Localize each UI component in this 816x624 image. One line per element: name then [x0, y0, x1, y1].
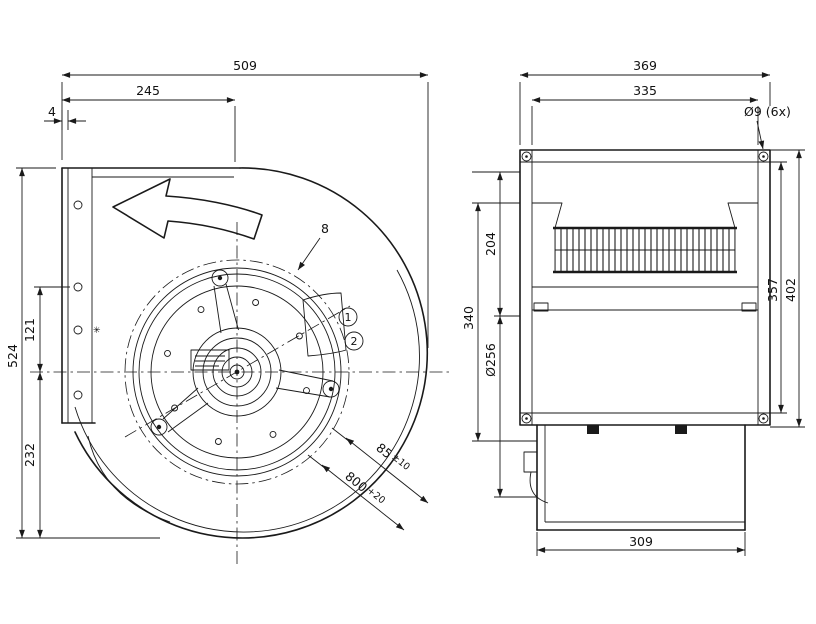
- note-holes-label: Ø9 (6x): [744, 104, 791, 119]
- dim-369-label: 369: [633, 58, 657, 73]
- cable: [529, 471, 549, 504]
- dim-depth: 340: [461, 202, 537, 442]
- flange-hole: [73, 200, 83, 210]
- flange-hole: [73, 282, 83, 292]
- impeller-section: [532, 226, 758, 312]
- flange-hole: [73, 325, 83, 335]
- side-view: 369 335 Ø9 (6x) 204 Ø256: [461, 58, 805, 556]
- dim-height-total-side: 402: [770, 149, 805, 428]
- lower-housing: [523, 424, 746, 531]
- dim-width-total-front: 509: [61, 58, 429, 348]
- cable-gland: [523, 451, 538, 473]
- scroll-housing: [61, 167, 429, 539]
- note-holes: Ø9 (6x): [744, 104, 791, 150]
- dim-flange-thickness: 4: [44, 104, 86, 130]
- dim-outlet: 85 ±10 800 +20: [307, 427, 429, 531]
- balloon-1: 1: [338, 307, 358, 327]
- dim-hole-to-axis: 121: [22, 286, 70, 372]
- balloon-1-label: 1: [345, 311, 352, 324]
- dim-800-tol: +20: [364, 485, 387, 506]
- balloon-2: 2: [344, 331, 364, 351]
- dim-width-to-axis: 245: [62, 83, 236, 162]
- dim-4-label: 4: [48, 104, 56, 119]
- dim-335-label: 335: [633, 83, 657, 98]
- cutoff-wedge: [302, 292, 347, 357]
- dim-axis-to-base: 232: [22, 372, 43, 538]
- motor-support-arms: [150, 269, 340, 436]
- front-view: ✳: [5, 58, 450, 566]
- dim-width-inner: 335: [531, 83, 759, 145]
- dim-inlet-offset: 204: [472, 171, 520, 317]
- dim-85-tol: ±10: [389, 452, 412, 473]
- balloon-2-label: 2: [351, 335, 358, 348]
- leader-cutoff-label: 8: [321, 221, 329, 236]
- dim-509-label: 509: [233, 58, 257, 73]
- dim-inlet-diameter: Ø256: [483, 316, 537, 498]
- motor-hub: [190, 327, 282, 417]
- dim-245-label: 245: [136, 83, 160, 98]
- dim-121-label: 121: [22, 318, 37, 342]
- dim-height-total: 524: [5, 167, 160, 539]
- dim-256-label: Ø256: [483, 343, 498, 377]
- dim-232-label: 232: [22, 443, 37, 467]
- mounting-tab: [675, 425, 687, 434]
- dim-base-width: 309: [536, 532, 746, 556]
- dim-309-label: 309: [629, 534, 653, 549]
- corner-fasteners: [521, 151, 769, 424]
- dim-357-label: 357: [765, 278, 780, 302]
- dim-340-label: 340: [461, 306, 476, 330]
- housing-box: [519, 149, 771, 426]
- inlet-cones: [532, 202, 758, 229]
- dim-204-label: 204: [483, 232, 498, 256]
- dim-524-label: 524: [5, 344, 20, 368]
- impeller-rings: [132, 267, 342, 477]
- mounting-tab: [587, 425, 599, 434]
- mounting-flange: ✳: [61, 167, 101, 424]
- leader-cutoff: 8: [297, 221, 329, 271]
- rotation-arrow-icon: [112, 178, 263, 240]
- flange-mark: ✳: [93, 326, 101, 336]
- dim-402-label: 402: [783, 278, 798, 302]
- motor-label-plate: [190, 349, 230, 371]
- dim-width-total-side: 369: [519, 58, 771, 145]
- dim-height-inner: 357: [765, 161, 787, 414]
- flange-hole: [73, 390, 83, 400]
